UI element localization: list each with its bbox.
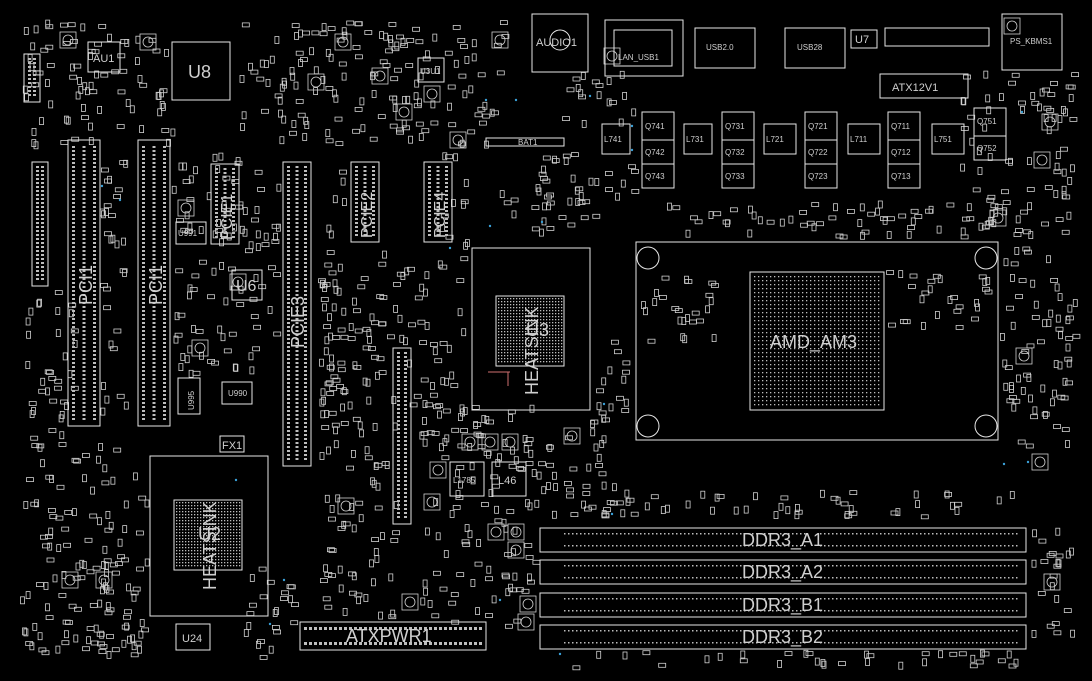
connector-atxpwr1[interactable]: ATXPWR1	[299, 621, 487, 651]
slot-pcie1[interactable]: PCIE1	[210, 163, 240, 245]
inductor-l721-label: L721	[766, 135, 784, 144]
slot-pcie3-label: PCIE3	[288, 296, 308, 348]
inductor-l711-label: L711	[850, 135, 868, 144]
chip-u24[interactable]: U24	[175, 623, 211, 651]
connector-front-panel[interactable]	[392, 347, 412, 525]
mosfet-q742-label: Q742	[645, 148, 665, 157]
passive-components	[20, 17, 1081, 671]
chip-u6[interactable]: U6	[231, 269, 263, 301]
mosfet-q722-label: Q722	[808, 148, 828, 157]
mosfet-q733-label: Q733	[725, 172, 745, 181]
inductor-l741-label: L741	[604, 135, 622, 144]
mosfet-q732-label: Q732	[725, 148, 745, 157]
slot-pci1-label: PCI1	[76, 265, 96, 305]
connector-atx12v1-label: ATX12V1	[892, 82, 938, 94]
mosfet-q713-label: Q713	[891, 172, 911, 181]
socket-cpu[interactable]: AMD_AM3	[635, 241, 999, 441]
mosfet-q723-label: Q723	[808, 172, 828, 181]
chip-southbridge-label: U2	[198, 524, 221, 544]
slot-ddr3-b2[interactable]: DDR3_B2	[539, 624, 1027, 650]
slot-pcie2-label: PCIE2	[359, 192, 376, 238]
slot-ddr3-b1-label: DDR3_B1	[742, 595, 823, 616]
chip-u8[interactable]: U8	[171, 41, 231, 101]
chip-au1-label: AU1	[93, 53, 114, 65]
battery-bat1[interactable]: BAT1	[485, 137, 565, 147]
slot-pci2-label: PCI1	[146, 265, 166, 305]
chip-u7[interactable]: U7	[850, 29, 878, 49]
slot-ddr3-a2[interactable]: DDR3_A2	[539, 559, 1027, 585]
slot-ddr3-a1[interactable]: DDR3_A1	[539, 527, 1027, 553]
connector-audio1-label: AUDIO1	[536, 37, 577, 49]
battery-bat1-label: BAT1	[518, 138, 538, 147]
slot-pcie4[interactable]: PCIE4	[423, 161, 453, 243]
connector-audio1[interactable]: AUDIO1	[531, 13, 589, 73]
chip-northbridge[interactable]: HEATSINK U3	[471, 247, 591, 411]
inductor-l46-label: L46	[498, 475, 516, 487]
connector-ps-kbms1-label: PS_KBMS1	[1010, 37, 1053, 46]
connector-atx12v1[interactable]: ATX12V1	[879, 73, 969, 99]
chip-southbridge[interactable]: HEATSINK U2	[149, 455, 269, 617]
slot-pcie1-label: PCIE1	[219, 194, 236, 240]
chip-u7-label: U7	[855, 34, 869, 46]
inductor-l751-label: L751	[934, 135, 952, 144]
connector-usb28-label: USB28	[797, 43, 823, 52]
chip-u990[interactable]: U990	[221, 381, 253, 405]
slot-pcie3[interactable]: PCIE3	[282, 161, 312, 467]
mosfet-q752-label: Q752	[977, 144, 997, 153]
connector-ps-kbms1[interactable]: PS_KBMS1	[1001, 13, 1063, 71]
mosfet-q751-label: Q751	[977, 117, 997, 126]
inductor-l1785-label: L1785	[453, 476, 476, 485]
mosfet-q741-label: Q741	[645, 122, 665, 131]
inductor-l1785[interactable]: L1785	[449, 461, 485, 497]
connector-lan-usb1[interactable]: LAN_USB1	[604, 19, 684, 77]
chip-u991-label: U991	[178, 229, 198, 238]
chip-u8-label: U8	[188, 62, 211, 82]
slot-ddr3-a1-label: DDR3_A1	[742, 530, 823, 551]
mosfet-q712-label: Q712	[891, 148, 911, 157]
mosfet-q721-label: Q721	[808, 122, 828, 131]
connector-left-col-1[interactable]	[23, 53, 41, 103]
via-dots	[100, 94, 1030, 656]
slot-ddr3-b2-label: DDR3_B2	[742, 627, 823, 648]
mosfet-q731-label: Q731	[725, 122, 745, 131]
slot-pci2[interactable]: PCI1	[137, 139, 171, 427]
mosfet-q711-label: Q711	[891, 122, 911, 131]
inductor-l46[interactable]: L46	[491, 461, 527, 497]
chip-northbridge-label: U3	[526, 320, 549, 340]
heatsink-nb-label: HEATSINK	[522, 306, 542, 395]
mosfet-q743-label: Q743	[645, 172, 665, 181]
chip-fx1-label: FX1	[222, 440, 242, 452]
connector-usb-b-label: USB2.0	[706, 43, 734, 52]
slot-ddr3-b1[interactable]: DDR3_B1	[539, 592, 1027, 618]
chip-u24-label: U24	[182, 633, 202, 645]
chip-fx1[interactable]: FX1	[219, 435, 245, 453]
chip-u995[interactable]: U995	[177, 377, 201, 415]
heatsink-sb-label: HEATSINK	[200, 501, 220, 590]
inductor-l731-label: L731	[686, 135, 704, 144]
chip-u6-label: U6	[236, 278, 257, 295]
chip-au1[interactable]: AU1	[87, 41, 121, 73]
chip-u995-label: U995	[187, 390, 196, 410]
connector-header-top[interactable]	[884, 27, 990, 47]
connector-lan-usb1-label: LAN_USB1	[618, 53, 659, 62]
slot-pcie4-label: PCIE4	[432, 192, 449, 238]
connector-atxpwr1-label: ATXPWR1	[346, 626, 432, 646]
chip-u3u1-label: U3U1	[420, 67, 441, 76]
slot-pci1[interactable]: PCI1	[67, 139, 101, 427]
chip-u3u1[interactable]: U3U1	[417, 57, 445, 83]
chip-u991[interactable]: U991	[175, 221, 207, 245]
connector-left-header[interactable]	[31, 161, 49, 287]
slot-pcie2[interactable]: PCIE2	[350, 161, 380, 243]
slot-ddr3-a2-label: DDR3_A2	[742, 562, 823, 583]
vrm-section: L741 Q741 Q742 Q743 L731 Q731 Q732 Q733 …	[601, 107, 1007, 189]
chip-u990-label: U990	[228, 389, 248, 398]
socket-cpu-label: AMD_AM3	[770, 332, 857, 353]
connector-usb-b[interactable]: USB2.0	[694, 27, 756, 69]
connector-usb28[interactable]: USB28	[784, 27, 846, 69]
